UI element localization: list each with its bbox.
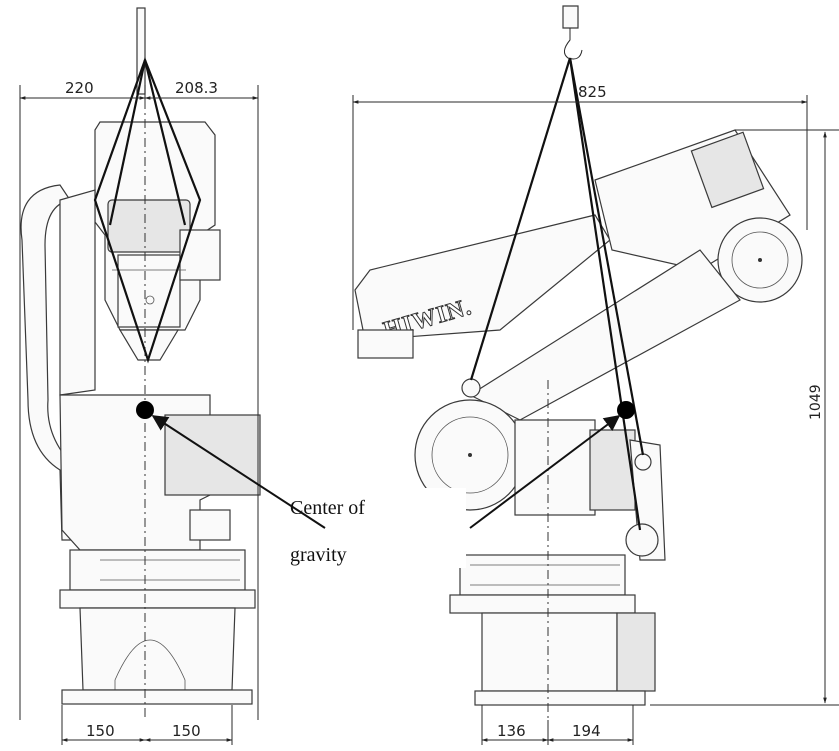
- dim-bottom-left-150b: 150: [172, 722, 201, 740]
- center-of-gravity-callout: Center of gravity: [151, 415, 621, 568]
- cable-loop: [20, 184, 79, 541]
- pedestal-arch: [114, 639, 186, 690]
- dim-left-220: 220: [65, 79, 94, 97]
- front-view-dimensions: 220 208.3 150 150: [19, 79, 259, 745]
- sling-lines-front: [93, 56, 202, 364]
- base-flange: [59, 589, 256, 609]
- side-view-dimensions: 825 1049 136 194: [352, 83, 839, 745]
- pedestal-box: [616, 612, 656, 692]
- j4-motor: [690, 131, 765, 209]
- callout-background: [286, 488, 466, 568]
- lifting-eye-right: [634, 453, 652, 471]
- cable-connector: [625, 523, 659, 557]
- connector-box: [189, 509, 231, 541]
- end-flange: [357, 329, 414, 359]
- lifting-eye-left: [461, 378, 481, 398]
- turntable: [69, 549, 246, 591]
- pedestal: [79, 607, 236, 691]
- side-motor: [179, 229, 221, 281]
- turntable-side: [459, 554, 626, 596]
- dim-left-208: 208.3: [175, 79, 218, 97]
- side-view-robot: HIWIN.: [354, 5, 803, 720]
- front-view-robot: [20, 7, 261, 720]
- dim-top-825: 825: [578, 83, 607, 101]
- cog-marker-front: [136, 401, 154, 419]
- sling-right-side: [568, 57, 645, 456]
- dim-bottom-right-136: 136: [497, 722, 526, 740]
- pedestal-side: [481, 612, 618, 692]
- lifting-rod: [136, 7, 146, 95]
- sling-left-side: [469, 57, 572, 381]
- base-plate-side: [474, 690, 646, 706]
- dim-height-1049: 1049: [808, 384, 824, 420]
- hook-icon: [564, 28, 583, 60]
- wrist-housing: [107, 199, 191, 253]
- base-plate: [61, 689, 253, 705]
- cog-marker-side: [617, 401, 635, 419]
- callout-line-1: Center of: [290, 497, 365, 519]
- dim-bottom-left-150a: 150: [86, 722, 115, 740]
- base-flange-side: [449, 594, 636, 614]
- dim-bottom-right-194: 194: [572, 722, 601, 740]
- base-body-side: [514, 419, 596, 516]
- arrow-to-side-cog: [469, 415, 621, 529]
- base-motor-side: [589, 429, 636, 511]
- hook-eye: [562, 5, 579, 29]
- callout-line-2: gravity: [290, 544, 347, 566]
- lower-arm: [59, 189, 96, 396]
- arrow-to-front-cog: [151, 415, 326, 529]
